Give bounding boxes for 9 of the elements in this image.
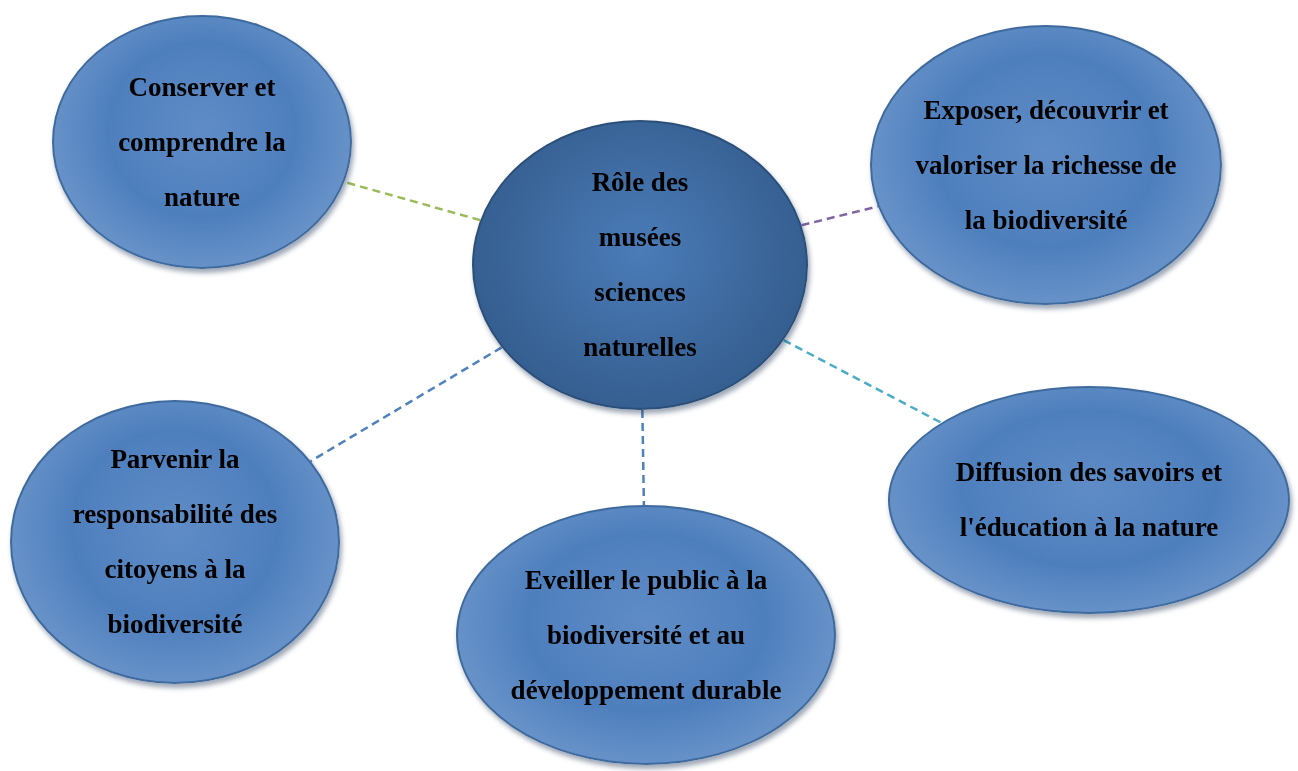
dashed-connector (641, 409, 646, 506)
node-label: Diffusion des savoirs et l'éducation à la nature (954, 456, 1224, 544)
dashed-connector (310, 346, 503, 463)
dashed-connector (344, 180, 481, 222)
node-label: Parvenir la responsabilité des citoyens à la biodiversité (71, 443, 279, 641)
node-label: Rôle des musées sciences naturelles (582, 166, 698, 364)
node-label: Conserver et comprendre la nature (117, 70, 287, 214)
node-label: Eveiller le public à la biodiversité et au développement durable (509, 563, 783, 707)
node-label: Exposer, découvrir et valoriser la richesse de la biodiversité (914, 93, 1178, 237)
